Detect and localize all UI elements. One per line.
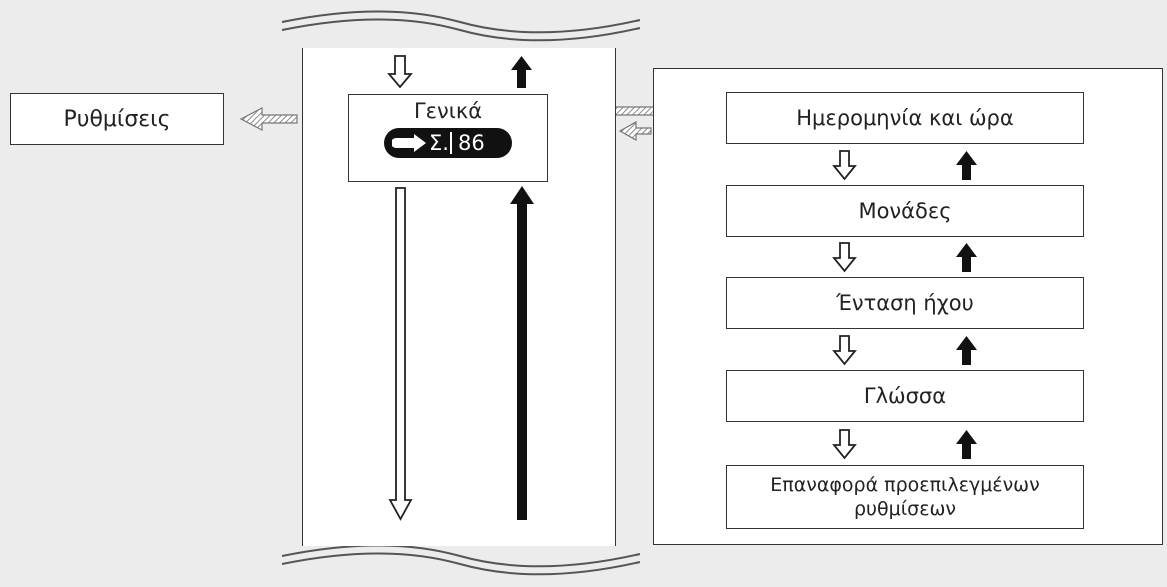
down-outline-arrow-icon	[832, 429, 857, 460]
steering-switch-badge: Σ. 86	[384, 128, 512, 158]
down-outline-arrow-icon	[832, 335, 857, 366]
general-node[interactable]: Γενικά Σ. 86	[348, 94, 548, 182]
submenu-item-label-line1: Επαναφορά προεπιλεγμένων	[770, 474, 1040, 496]
submenu-down-arrows	[832, 150, 857, 460]
submenu-item-date-time[interactable]: Ημερομηνία και ώρα	[726, 92, 1084, 144]
up-solid-arrow-icon	[956, 151, 977, 180]
submenu-item-volume[interactable]: Ένταση ήχου	[726, 277, 1084, 329]
submenu-item-label: Γλώσσα	[863, 384, 947, 408]
down-outline-arrow-icon	[832, 150, 857, 181]
down-outline-arrow-icon	[387, 55, 413, 89]
up-solid-arrow-icon	[956, 243, 977, 272]
submenu-item-label: Μονάδες	[858, 199, 952, 223]
long-up-solid-arrow-icon	[510, 186, 534, 520]
wavy-bottom-edge	[281, 544, 641, 576]
submenu-item-units[interactable]: Μονάδες	[726, 185, 1084, 237]
up-solid-arrow-icon	[511, 56, 532, 88]
wavy-top-edge	[281, 10, 641, 42]
badge-divider	[450, 132, 452, 154]
up-solid-arrow-icon	[956, 430, 977, 459]
submenu-up-arrows	[956, 151, 977, 459]
badge-sigma-text: Σ.	[429, 131, 449, 155]
submenu-item-label: Ημερομηνία και ώρα	[796, 106, 1014, 130]
hatched-arrow-left-icon	[239, 107, 298, 131]
hatched-arrow-back-icon	[618, 120, 652, 142]
up-solid-arrow-icon	[956, 336, 977, 365]
submenu-item-reset-defaults[interactable]: Επαναφορά προεπιλεγμένων ρυθμίσεων	[726, 465, 1084, 529]
submenu-item-label-line2: ρυθμίσεων	[853, 498, 957, 520]
badge-code-text: 86	[458, 131, 485, 155]
settings-label: Ρυθμίσεις	[63, 106, 171, 132]
long-down-outline-arrow-icon	[388, 187, 413, 521]
down-outline-arrow-icon	[832, 242, 857, 273]
general-title: Γενικά	[413, 99, 483, 123]
submenu-item-label: Ένταση ήχου	[836, 291, 974, 315]
submenu-item-language[interactable]: Γλώσσα	[726, 370, 1084, 422]
settings-node[interactable]: Ρυθμίσεις	[10, 93, 224, 145]
right-arrow-icon	[392, 134, 426, 152]
